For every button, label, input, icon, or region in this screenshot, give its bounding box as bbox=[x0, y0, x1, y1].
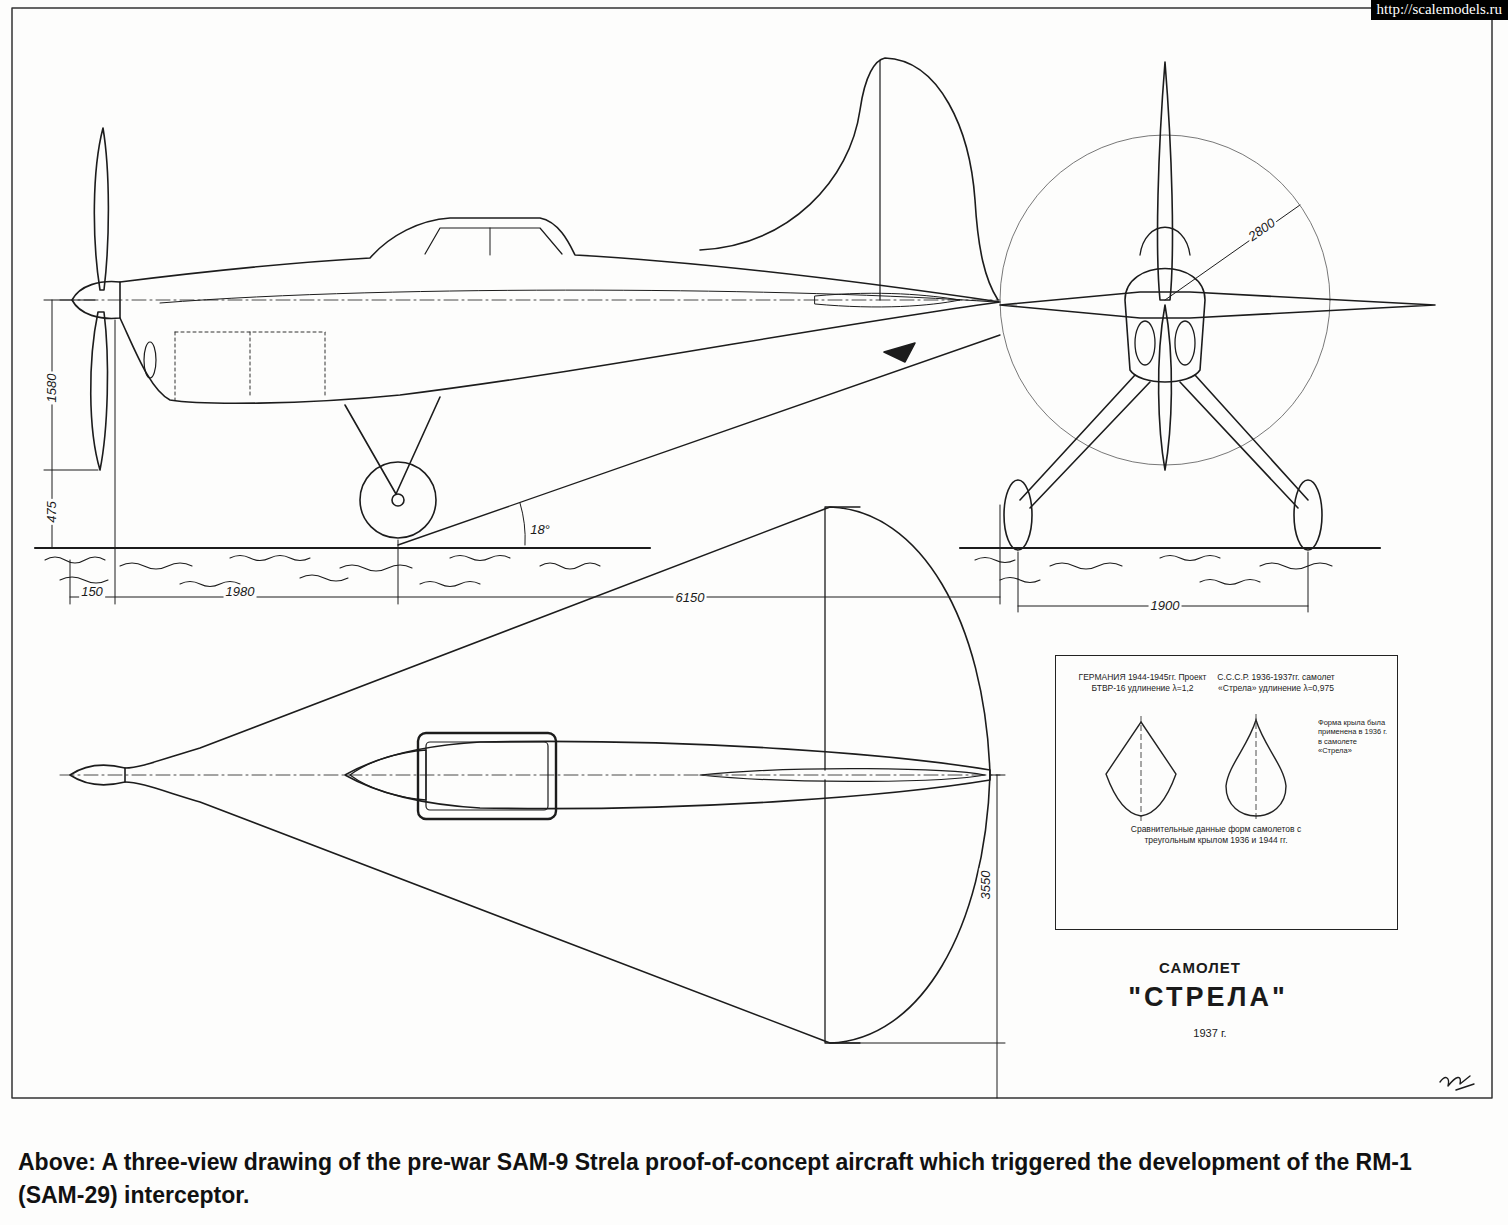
ground-hatching-stroke bbox=[60, 556, 600, 587]
plan-view-stroke bbox=[345, 741, 990, 808]
inset-note: С.С.С.Р. 1936-1937гг. самолет «Стрела» у… bbox=[1216, 672, 1336, 693]
inset-note: ГЕРМАНИЯ 1944-1945гг. Проект БТВР-16 удл… bbox=[1070, 672, 1215, 693]
aircraft-name: "СТРЕЛА" bbox=[1128, 983, 1287, 1013]
drawing-title: САМОЛЕТ bbox=[1159, 960, 1241, 977]
dimension-lines-stroke bbox=[46, 548, 58, 549]
side-view-stroke bbox=[175, 332, 325, 400]
plan-view-stroke bbox=[60, 775, 1000, 776]
side-view-stroke bbox=[700, 58, 998, 300]
front-view-stroke bbox=[1140, 227, 1190, 255]
dimension-label: 475 bbox=[45, 499, 59, 525]
side-view-stroke bbox=[398, 335, 1000, 545]
dimension-lines-stroke bbox=[70, 597, 1000, 598]
side-view-stroke bbox=[144, 342, 156, 378]
angle-label: 18° bbox=[528, 523, 552, 537]
dimension-label: 1580 bbox=[45, 372, 59, 405]
front-view-stroke bbox=[1000, 292, 1435, 318]
side-view-stroke bbox=[884, 343, 915, 362]
dimension-label: 1980 bbox=[224, 585, 257, 599]
side-view-stroke bbox=[815, 293, 960, 307]
drawing-year: 1937 г. bbox=[1193, 1027, 1226, 1039]
ground-hatching-stroke bbox=[45, 556, 412, 572]
dimension-lines-stroke bbox=[997, 775, 998, 1098]
front-view-stroke bbox=[1020, 375, 1308, 508]
side-view bbox=[35, 58, 1000, 548]
side-view-stroke bbox=[425, 228, 562, 254]
front-view-stroke bbox=[1125, 269, 1205, 383]
side-view-stroke bbox=[94, 128, 108, 290]
watermark: http://scalemodels.ru bbox=[1371, 0, 1508, 20]
comparison-inset: ГЕРМАНИЯ 1944-1945гг. Проект БТВР-16 удл… bbox=[1055, 655, 1398, 930]
plan-view-stroke bbox=[418, 733, 556, 819]
dimension-lines-stroke bbox=[1018, 552, 1019, 612]
dimension-label: 6150 bbox=[674, 591, 707, 605]
side-view-stroke bbox=[345, 397, 440, 494]
drawing-frame bbox=[12, 8, 1492, 1098]
ground-hatching-stroke bbox=[975, 556, 1332, 585]
front-view bbox=[960, 62, 1435, 550]
plan-view-stroke bbox=[350, 750, 426, 800]
plan-view-stroke bbox=[426, 742, 548, 810]
side-view-stroke bbox=[392, 494, 404, 506]
front-view-stroke bbox=[1175, 321, 1195, 365]
plan-view-stroke bbox=[700, 769, 985, 782]
plan-view-stroke bbox=[70, 765, 125, 784]
side-view-stroke bbox=[360, 462, 436, 538]
planform-sketch bbox=[1056, 656, 1399, 931]
front-view-stroke bbox=[1135, 321, 1155, 365]
dimension-lines-stroke bbox=[1000, 505, 1001, 604]
side-view-stroke bbox=[35, 547, 650, 549]
side-view-stroke bbox=[520, 503, 525, 545]
front-view-stroke bbox=[1004, 480, 1032, 550]
inset-note: Форма крыла была применена в 1936 г. в с… bbox=[1318, 718, 1392, 756]
side-view-stroke bbox=[91, 312, 108, 470]
figure-caption: Above: A three-view drawing of the pre-w… bbox=[18, 1146, 1458, 1213]
dimension-label: 3550 bbox=[979, 869, 993, 902]
front-view-stroke bbox=[1158, 62, 1173, 300]
ground-hatching bbox=[45, 556, 1332, 587]
plan-view bbox=[60, 507, 1000, 1043]
dimension-label: 1900 bbox=[1149, 599, 1182, 613]
front-view-stroke bbox=[960, 547, 1380, 549]
side-view-stroke bbox=[120, 218, 1000, 403]
dimension-lines bbox=[44, 205, 1308, 1098]
plan-view-stroke bbox=[125, 507, 990, 1043]
dimension-lines-stroke bbox=[1308, 552, 1309, 612]
plan-view-stroke bbox=[825, 507, 860, 1043]
dimension-lines-stroke bbox=[1165, 205, 1300, 300]
side-view-stroke bbox=[490, 228, 491, 255]
side-view-stroke bbox=[879, 60, 880, 300]
signature bbox=[1440, 1076, 1474, 1090]
side-view-stroke bbox=[160, 290, 995, 303]
dimension-label: 150 bbox=[79, 585, 105, 599]
front-view-stroke bbox=[1294, 480, 1322, 550]
dimension-lines-stroke bbox=[398, 540, 399, 604]
front-view-stroke bbox=[1159, 305, 1172, 470]
centerline bbox=[1141, 714, 1256, 821]
inset-note: Сравнительные данные форм самолетов с тр… bbox=[1116, 824, 1316, 845]
dimension-lines-stroke bbox=[115, 320, 116, 604]
dimension-label: 2800 bbox=[1244, 215, 1279, 246]
dimension-lines-stroke bbox=[44, 300, 95, 301]
dimension-lines-stroke bbox=[44, 470, 98, 471]
dimension-lines-stroke bbox=[70, 560, 71, 604]
